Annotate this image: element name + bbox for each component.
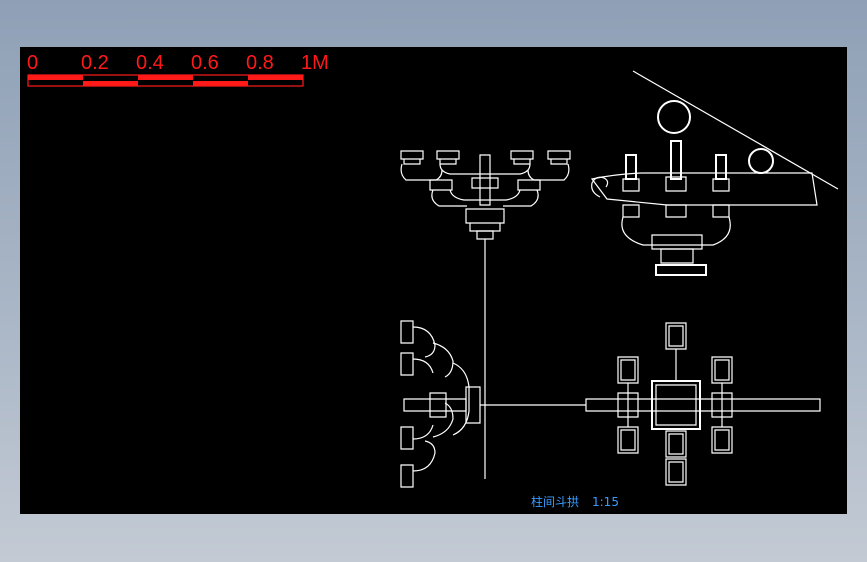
upper-arm xyxy=(400,163,570,181)
title-name: 柱间斗拱 xyxy=(531,494,579,509)
scale-label-0-4: 0.4 xyxy=(136,52,164,74)
side-column-head xyxy=(465,386,481,424)
scroll-ornament xyxy=(591,176,609,198)
cad-canvas[interactable]: 0 0.2 0.4 0.6 0.8 1M xyxy=(20,47,847,514)
side-section xyxy=(590,70,839,276)
upper-blocks xyxy=(622,176,730,192)
side-beam xyxy=(403,398,467,412)
side-center-block xyxy=(429,392,447,418)
middle-blocks xyxy=(429,177,541,191)
bracket-block xyxy=(651,234,703,250)
roof-slope-line xyxy=(632,70,839,190)
central-post xyxy=(479,154,491,206)
scale-label-0-8: 0.8 xyxy=(246,52,274,74)
lower-arm xyxy=(431,189,539,207)
scale-label-0-6: 0.6 xyxy=(191,52,219,74)
plan-bottom-cap xyxy=(665,458,687,486)
side-arms-inner xyxy=(452,362,470,436)
scale-label-1m: 1M xyxy=(301,52,329,74)
upper-arm-inner xyxy=(439,163,531,175)
scale-seg-5-top xyxy=(248,75,303,80)
scale-bar: 0 0.2 0.4 0.6 0.8 1M xyxy=(27,52,329,87)
scale-label-0: 0 xyxy=(27,52,38,74)
cap-2 xyxy=(436,150,460,165)
column-block xyxy=(660,248,694,264)
plan-center-inner xyxy=(655,384,697,426)
lower-blocks xyxy=(622,204,730,218)
cad-drawing: 0 0.2 0.4 0.6 0.8 1M xyxy=(27,52,839,509)
lower-arm-inner xyxy=(449,189,521,201)
scale-seg-3-top xyxy=(138,75,193,80)
scale-seg-4-bottom xyxy=(193,81,248,86)
plan-beam xyxy=(585,398,821,412)
plan-mid-cap xyxy=(665,430,687,458)
scale-seg-1-top xyxy=(28,75,83,80)
column-base xyxy=(655,264,707,276)
base-cap xyxy=(476,230,494,240)
drawing-title: 柱间斗拱 1:15 xyxy=(531,494,619,509)
lower-bracket xyxy=(621,216,731,246)
plan-right-caps xyxy=(711,356,733,454)
scale-seg-2-bottom xyxy=(83,81,138,86)
front-elevation xyxy=(400,150,571,479)
cap-4 xyxy=(547,150,571,165)
ring-large xyxy=(657,100,691,134)
ring-small xyxy=(748,148,774,174)
scale-label-0-2: 0.2 xyxy=(81,52,109,74)
plan-left-caps xyxy=(617,356,639,454)
side-elevation xyxy=(400,320,586,488)
plan-top-cap xyxy=(665,322,687,350)
plan-center-block xyxy=(651,380,701,430)
cap-3 xyxy=(510,150,534,165)
plan-side-blocks xyxy=(617,392,733,418)
title-scale: 1:15 xyxy=(592,495,619,509)
side-blocks-outer xyxy=(400,320,414,488)
side-arms-outer xyxy=(412,326,436,472)
lower-block xyxy=(465,208,505,232)
side-arms-middle xyxy=(432,342,454,438)
cap-1 xyxy=(400,150,424,165)
plan-view xyxy=(585,322,821,486)
